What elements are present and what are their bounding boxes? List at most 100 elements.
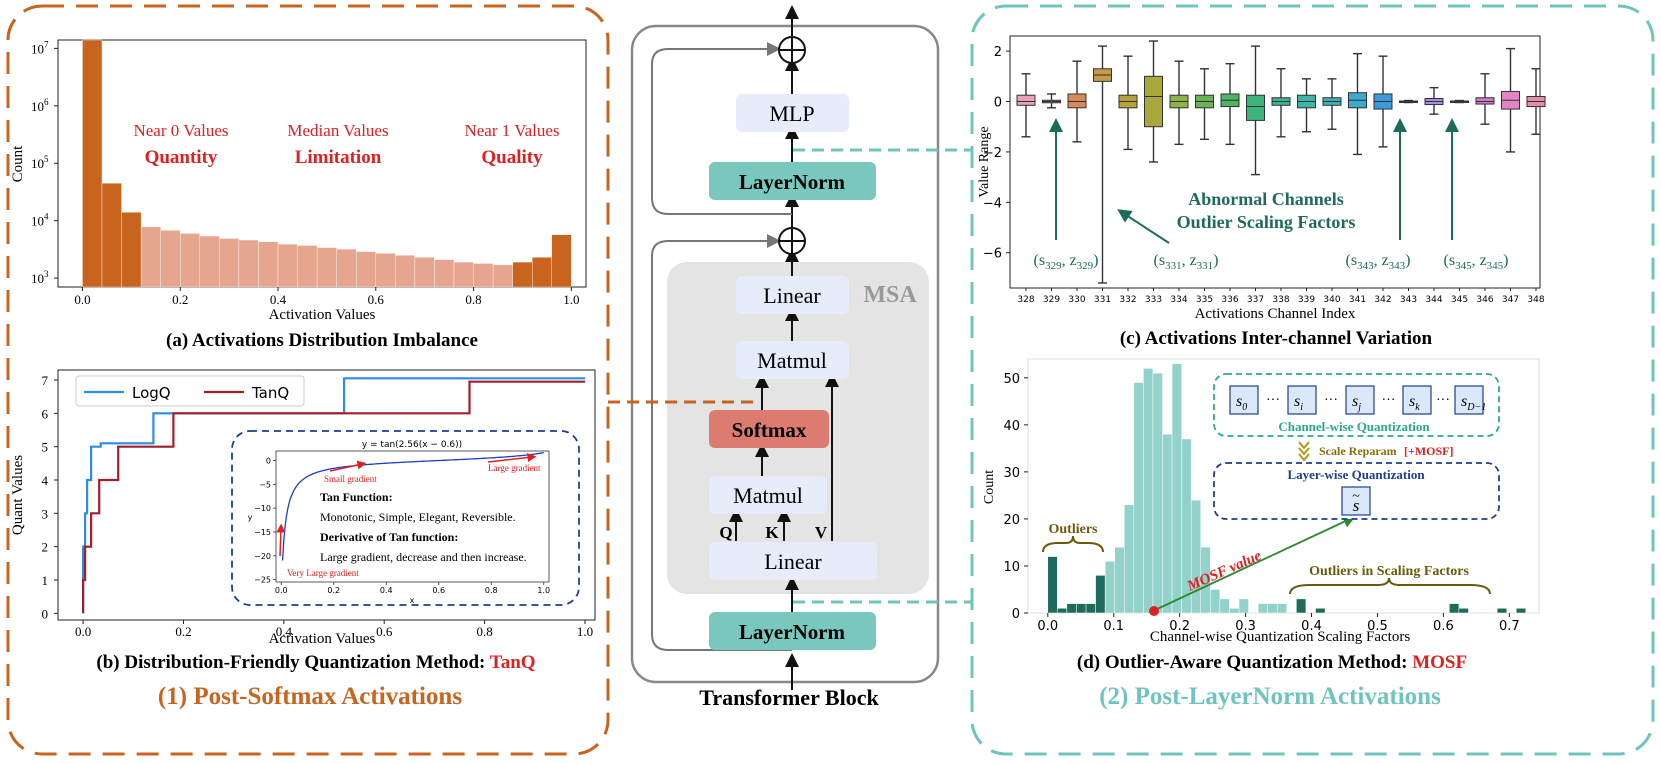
mosf-bar — [1095, 575, 1106, 614]
hist-y-tick-label: 104 — [31, 212, 49, 229]
box-elements — [1016, 40, 1546, 284]
mosf-bar — [1315, 608, 1326, 614]
hist-x-tick-label: 0.4 — [270, 292, 287, 307]
quant-ylabel: Quant Values — [10, 455, 26, 535]
hist-y-tick-label: 106 — [31, 97, 49, 114]
mosf-bar — [1257, 603, 1268, 614]
mosf-bar — [1229, 608, 1240, 614]
mosf-bar — [1496, 608, 1507, 614]
box-x-tick-label: 335 — [1196, 295, 1213, 305]
sz-s-sub-329: 329 — [1045, 260, 1062, 272]
mosf-x-tick-label: 0.4 — [1301, 619, 1322, 634]
outliers-scaling-brace — [1289, 577, 1491, 595]
hist-x-tick-label: 0.2 — [172, 292, 188, 307]
tan-inset: y = tan(2.56(x − 0.6)) 0−5−10−15−20−250.… — [231, 430, 580, 606]
mosf-value-arrow — [1154, 515, 1356, 611]
box-x-tick-label: 343 — [1400, 295, 1417, 305]
mosf-bar — [1057, 608, 1068, 614]
inset-axes — [275, 450, 550, 583]
right-panel-title: (2) Post-LayerNorm Activations — [1099, 683, 1441, 710]
q-label: Q — [719, 523, 732, 542]
scale-box — [1287, 385, 1317, 415]
sz-z-331: z — [1190, 252, 1197, 269]
quant-legend: LogQ TanQ — [75, 375, 305, 407]
s-tilde-box — [1341, 486, 1371, 516]
quant-y-tick-label: 6 — [42, 406, 49, 421]
hist-bar — [82, 39, 103, 288]
sz-s-345: s — [1449, 252, 1455, 269]
sz-z-sub-345: 345 — [1487, 260, 1504, 272]
mlp-label: MLP — [769, 101, 814, 126]
mosf-bar — [1238, 598, 1249, 614]
caption-d-text: (d) Outlier-Aware Quantization Method: — [1077, 652, 1412, 673]
scale-dots: ··· — [1382, 393, 1396, 408]
scale-box — [1229, 385, 1259, 415]
inset-x-tick-label: 0.6 — [432, 586, 445, 595]
inset-title: y = tan(2.56(x − 0.6)) — [362, 440, 462, 450]
hist-bar — [414, 257, 435, 288]
layernorm-bottom-block — [709, 612, 876, 650]
scale-box-label: sk — [1409, 393, 1420, 413]
box-x-tick-label: 340 — [1323, 295, 1340, 305]
very-large-gradient-label: Very Large gradient — [287, 568, 359, 578]
mosf-x-tick-label: 0.0 — [1037, 619, 1058, 634]
box-x-tick-label: 341 — [1349, 295, 1366, 305]
scale-symbol: s — [1409, 393, 1415, 410]
layernorm-top-label: LayerNorm — [739, 170, 846, 194]
box-x-tick-label: 344 — [1425, 295, 1442, 305]
quant-y-tick-label: 5 — [42, 440, 49, 455]
hist-bar — [316, 247, 337, 288]
inset-x-tick-label: 0.4 — [380, 586, 393, 595]
linear-bottom-label: Linear — [764, 549, 822, 574]
inset-x-tick-label: 1.0 — [537, 586, 550, 595]
hist-bars — [82, 39, 572, 288]
hist-bar — [395, 255, 416, 288]
legend-logq-label: LogQ — [132, 384, 171, 402]
hist-y-tick-label: 107 — [31, 39, 49, 56]
mosf-bar — [1458, 608, 1469, 614]
layer-wise-label: Layer-wise Quantization — [1287, 467, 1425, 482]
sz-label-329: (s329, z329) — [1034, 252, 1099, 272]
hist-y-tick-exp: 6 — [44, 97, 49, 107]
softmax-label: Softmax — [732, 418, 807, 442]
mosf-x-tick-label: 0.1 — [1103, 619, 1124, 634]
linear-bottom-block — [709, 542, 877, 580]
mosf-bar — [1085, 603, 1096, 614]
mosf-bar — [1200, 546, 1211, 614]
box-body — [1067, 93, 1087, 109]
box-x-tick-label: 329 — [1043, 295, 1060, 305]
scale-symbol: s — [1294, 393, 1300, 410]
hist-y-tick-label: 103 — [31, 269, 49, 286]
quant-xlabel: Activation Values — [269, 631, 376, 647]
box-x-tick-label: 328 — [1017, 295, 1034, 305]
quant-x-tick-label: 0.2 — [175, 624, 191, 639]
scale-subscript: i — [1300, 402, 1303, 413]
softmax-block — [709, 410, 829, 448]
hist-y-tick-base: 10 — [31, 41, 44, 56]
mosf-bar — [1066, 603, 1077, 614]
channel-wise-label: Channel-wise Quantization — [1278, 419, 1430, 434]
box-x-tick-label: 339 — [1298, 295, 1315, 305]
msa-label: MSA — [863, 282, 917, 308]
mosf-x-tick-label: 0.2 — [1169, 619, 1190, 634]
mosf-bar — [1210, 589, 1221, 614]
caption-a: (a) Activations Distribution Imbalance — [166, 330, 478, 351]
scale-subscript: k — [1415, 402, 1420, 413]
hist-bar — [101, 182, 122, 288]
abnormal-arrow-331 — [1117, 209, 1170, 244]
v-label: V — [815, 523, 828, 542]
hist-bar — [140, 226, 161, 288]
quant-x-tick-label: 0.8 — [476, 624, 492, 639]
caption-b-text: (b) Distribution-Friendly Quantization M… — [96, 652, 489, 673]
box-x-tick-label: 338 — [1272, 295, 1289, 305]
box-xlabel: Activations Channel Index — [1195, 306, 1356, 322]
linear-top-block — [736, 276, 849, 314]
mosf-xlabel: Channel-wise Quantization Scaling Factor… — [1150, 629, 1411, 645]
sz-z-sub-331: 331 — [1197, 260, 1214, 272]
box-body — [1475, 97, 1495, 105]
